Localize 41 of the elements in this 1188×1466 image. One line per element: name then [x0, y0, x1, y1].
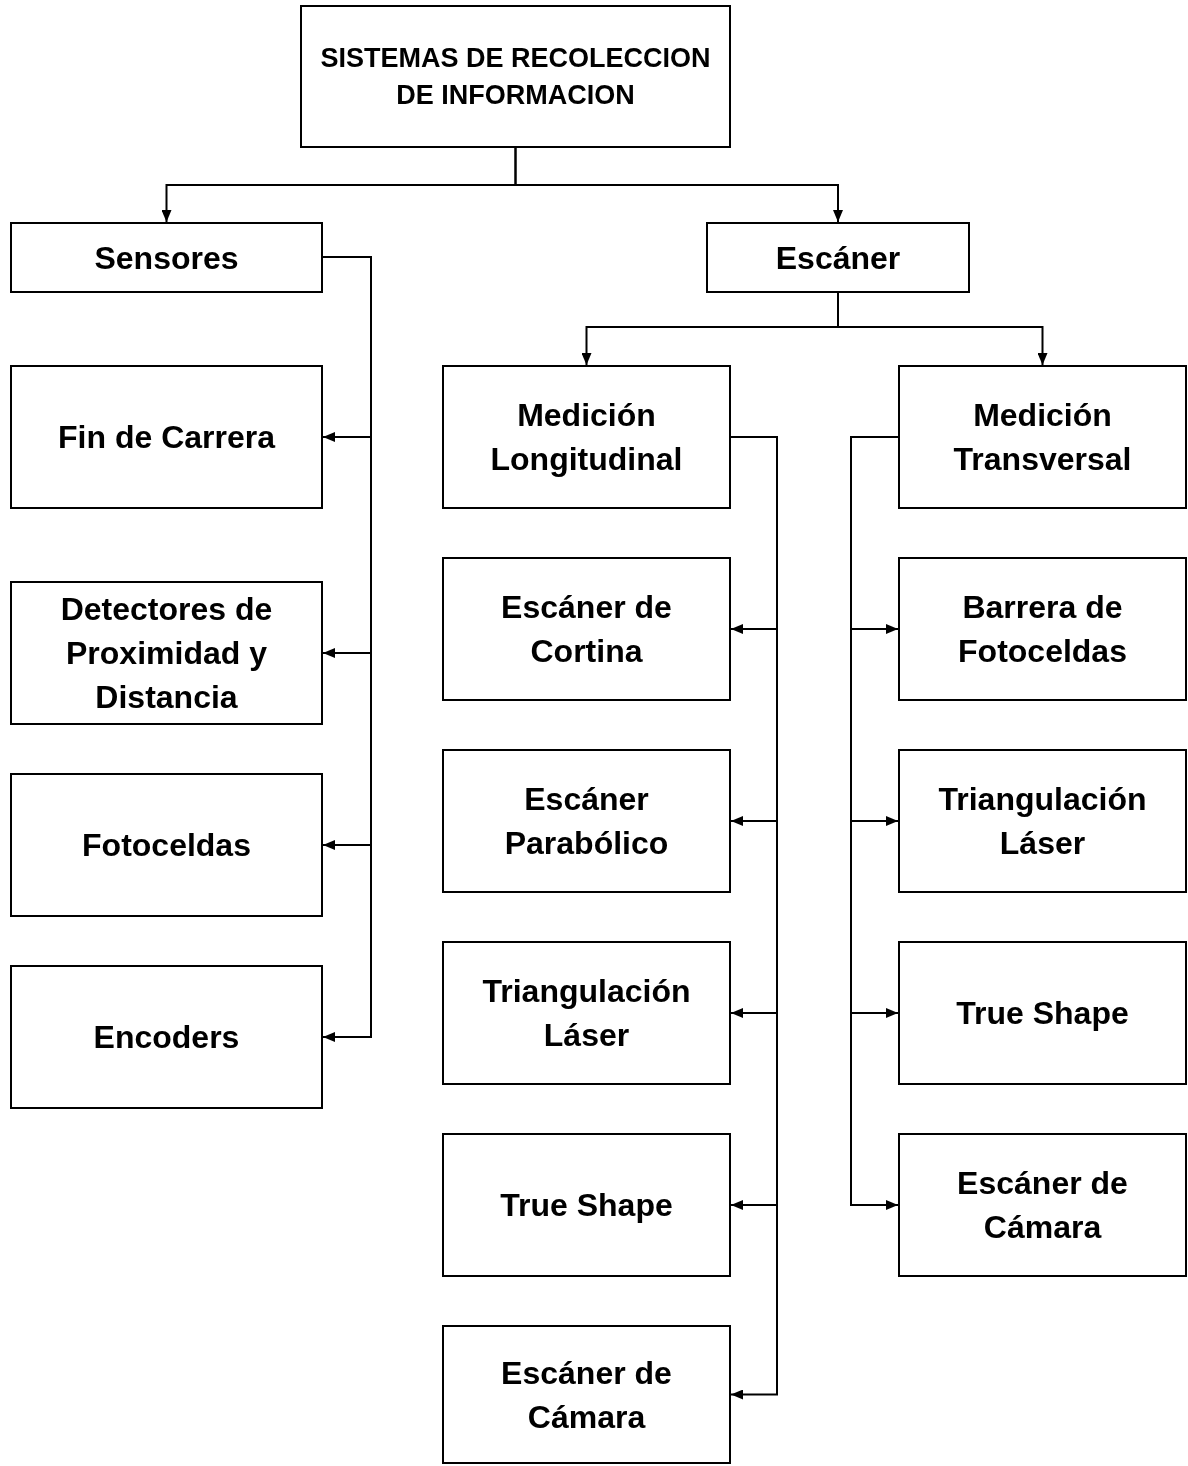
process-box [442, 941, 731, 1085]
box-label: True Shape [499, 1186, 674, 1225]
process-box [442, 1133, 731, 1277]
box-label: Encoders [92, 1018, 241, 1057]
process-box [898, 941, 1187, 1085]
process-box [898, 749, 1187, 893]
box-label: True Shape [955, 994, 1130, 1033]
box-label: Escáner de Cortina [500, 588, 673, 671]
box-label: Fin de Carrera [57, 418, 277, 457]
process-box [442, 749, 731, 893]
arrow [730, 436, 778, 1400]
process-box [10, 965, 323, 1109]
process-box [442, 557, 731, 701]
process-box [706, 222, 970, 293]
process-box [10, 773, 323, 917]
box-label: Triangulación Láser [481, 972, 692, 1055]
process-box [442, 1325, 731, 1464]
box-label: Barrera de Fotoceldas [957, 588, 1128, 671]
box-label: Medición Longitudinal [489, 396, 684, 479]
box-label: Triangulación Láser [937, 780, 1148, 863]
arrow [837, 292, 1048, 366]
arrow [850, 436, 899, 1210]
box-label: SISTEMAS DE RECOLECCION DE INFORMACION [319, 41, 712, 112]
box-label: Detectores de Proximidad y Distancia [59, 590, 274, 717]
box-label: Sensores [93, 238, 240, 278]
arrow [514, 147, 843, 223]
process-box [898, 1133, 1187, 1277]
box-label: Escáner Parabólico [503, 780, 670, 863]
box-label: Escáner de Cámara [500, 1353, 673, 1437]
process-box [10, 365, 323, 509]
process-box [442, 365, 731, 509]
box-label: Escáner de Cámara [956, 1164, 1129, 1247]
process-box [300, 5, 731, 148]
box-label: Escáner [774, 238, 902, 278]
box-label: Medición Transversal [952, 396, 1133, 479]
process-box [898, 557, 1187, 701]
arrow [322, 256, 372, 1042]
process-box [898, 365, 1187, 509]
process-box [10, 222, 323, 293]
box-label: Fotoceldas [81, 826, 252, 865]
process-box [10, 581, 323, 725]
